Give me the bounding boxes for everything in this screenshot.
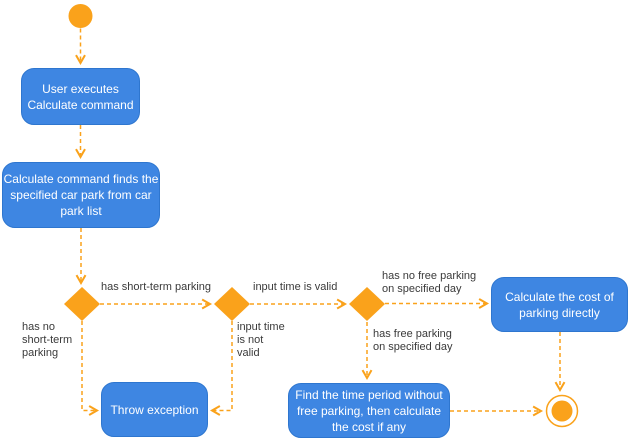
- edge-label-has-short-term-parking: has short-term parking: [101, 281, 212, 293]
- decision-input-valid-diamond: [214, 287, 250, 321]
- activity-find-time-period-label: Find the time period without free parkin…: [295, 387, 443, 434]
- activity-calculate-cost: Calculate the cost of parking directly: [491, 277, 628, 332]
- activity-throw-exception: Throw exception: [101, 382, 208, 437]
- edge-label-input-time-not-valid: input time is not valid: [237, 321, 285, 359]
- edge-label-has-free-parking: has free parking on specified day: [373, 328, 453, 353]
- edge-decision2-to-throw-exception: [209, 321, 233, 416]
- decision-free-parking-diamond: [349, 287, 385, 321]
- activity-user-executes-label: User executes Calculate command: [27, 81, 134, 112]
- final-node-inner-circle: [551, 400, 573, 422]
- activity-find-car-park-label: Calculate command finds the specified ca…: [3, 172, 159, 218]
- edge-label-input-time-valid: input time is valid: [253, 281, 338, 293]
- edge-label-has-no-free-parking: has no free parking on specified day: [382, 270, 477, 295]
- initial-node: [68, 4, 93, 28]
- activity-user-executes: User executes Calculate command: [21, 68, 140, 125]
- activity-find-time-period: Find the time period without free parkin…: [288, 383, 450, 438]
- decision-short-term-diamond: [64, 287, 100, 321]
- edge-decision1-to-throw-exception: [81, 321, 100, 416]
- activity-throw-exception-label: Throw exception: [110, 402, 199, 417]
- edge-label-has-no-short-term-parking: has no short-term parking: [22, 321, 73, 359]
- activity-calculate-cost-label: Calculate the cost of parking directly: [505, 289, 614, 320]
- activity-find-car-park: Calculate command finds the specified ca…: [2, 162, 160, 228]
